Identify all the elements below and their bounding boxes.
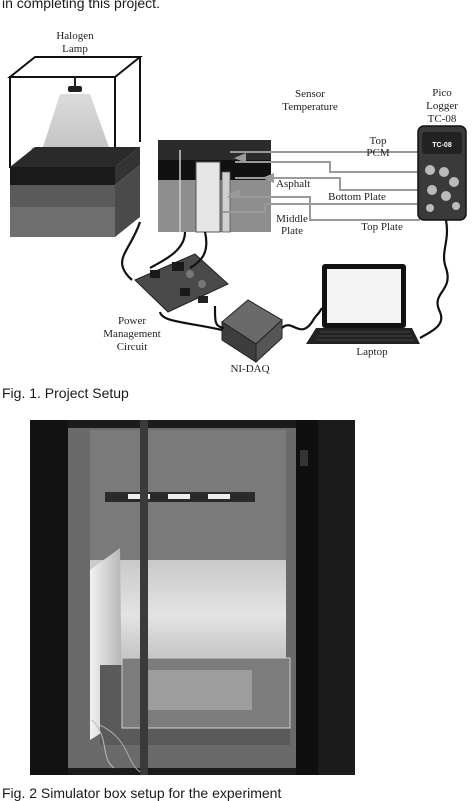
halogen-lamp-label-1: Halogen <box>56 30 94 42</box>
pico-logger-label-3: TC-08 <box>428 113 457 125</box>
power-management-circuit <box>134 253 229 313</box>
bottom-plate-label: Bottom Plate <box>328 191 386 203</box>
power-label-1: Power <box>118 315 146 327</box>
middle-plate-label-1: Middle <box>276 213 308 225</box>
pico-logger-device <box>417 125 467 221</box>
asphalt-label: Asphalt <box>276 178 310 190</box>
top-plate-label: Top Plate <box>361 221 403 233</box>
figure-1-project-setup: Halogen Lamp Sensor Temperature Top PCM … <box>7 30 467 375</box>
top-pcm-label-1: Top <box>370 135 387 147</box>
device-badge-label: TC-08 <box>432 142 452 149</box>
halogen-lamp-box <box>7 56 143 237</box>
ni-daq-device <box>221 299 283 364</box>
ni-daq-label: NI-DAQ <box>230 363 269 375</box>
laptop-label: Laptop <box>356 346 388 358</box>
sensor-temperature-label-1: Sensor <box>295 88 325 100</box>
figure-2-photo <box>30 420 355 775</box>
pico-logger-label-2: Logger <box>426 100 458 112</box>
paragraph-tail: in completing this project. <box>2 0 160 11</box>
sensor-temperature-label-2: Temperature <box>282 101 338 113</box>
laptop-device <box>306 264 420 344</box>
lamp-bulb-icon <box>68 86 82 92</box>
power-label-3: Circuit <box>117 341 148 353</box>
sensor-wires <box>222 151 420 221</box>
cables <box>121 219 449 339</box>
sensor-arrows <box>228 153 274 199</box>
top-pcm-label-2: PCM <box>366 147 389 159</box>
power-label-2: Management <box>103 328 160 340</box>
halogen-lamp-label-2: Lamp <box>62 43 88 55</box>
middle-plate-label-2: Plate <box>281 225 303 237</box>
figure-2-caption: Fig. 2 Simulator box setup for the exper… <box>2 785 282 801</box>
sensor-cross-section <box>158 140 271 233</box>
pico-logger-label-1: Pico <box>432 87 452 99</box>
figure-1-caption: Fig. 1. Project Setup <box>2 385 129 401</box>
